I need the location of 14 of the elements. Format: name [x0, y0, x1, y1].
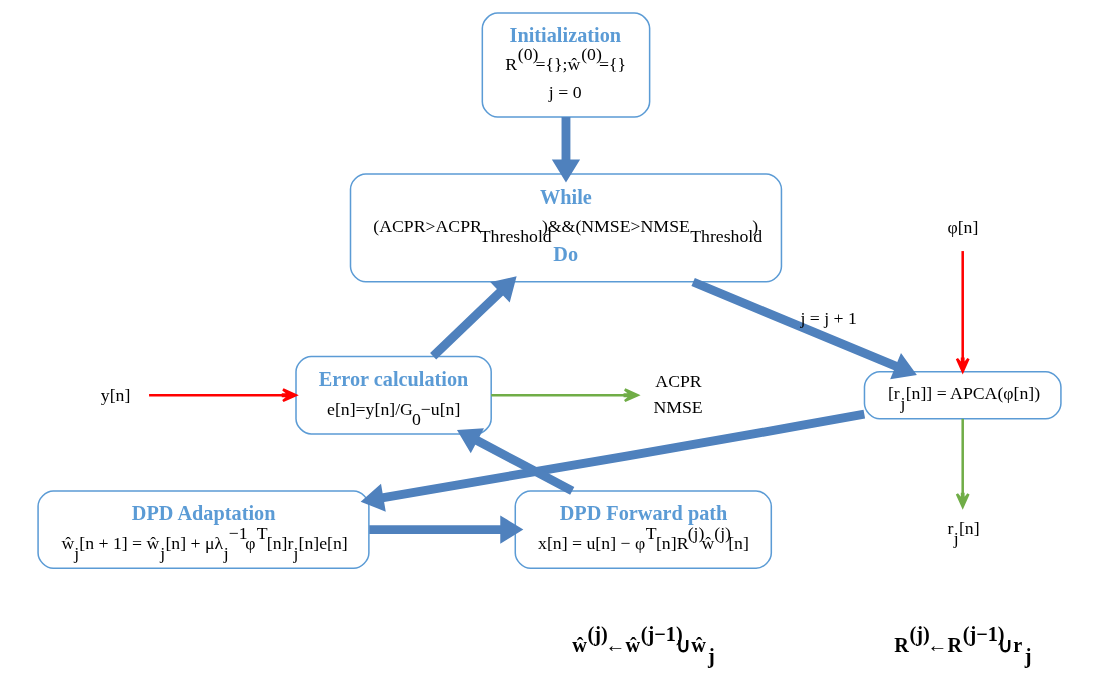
arrow: [955, 251, 970, 373]
arrow: [551, 117, 581, 183]
arrow: [691, 277, 917, 380]
arrow: [369, 515, 524, 544]
arrow: [955, 418, 970, 508]
node-text: φ[n]: [947, 217, 979, 238]
arrow: [360, 409, 866, 512]
edge-label: j = j + 1: [800, 307, 857, 328]
arrow: [491, 388, 639, 403]
arrow: [430, 276, 517, 360]
node-text: y[n]: [100, 384, 131, 405]
node-text: ACPR NMSE: [653, 370, 703, 418]
arrow: [149, 388, 297, 403]
arrow: [457, 428, 575, 495]
